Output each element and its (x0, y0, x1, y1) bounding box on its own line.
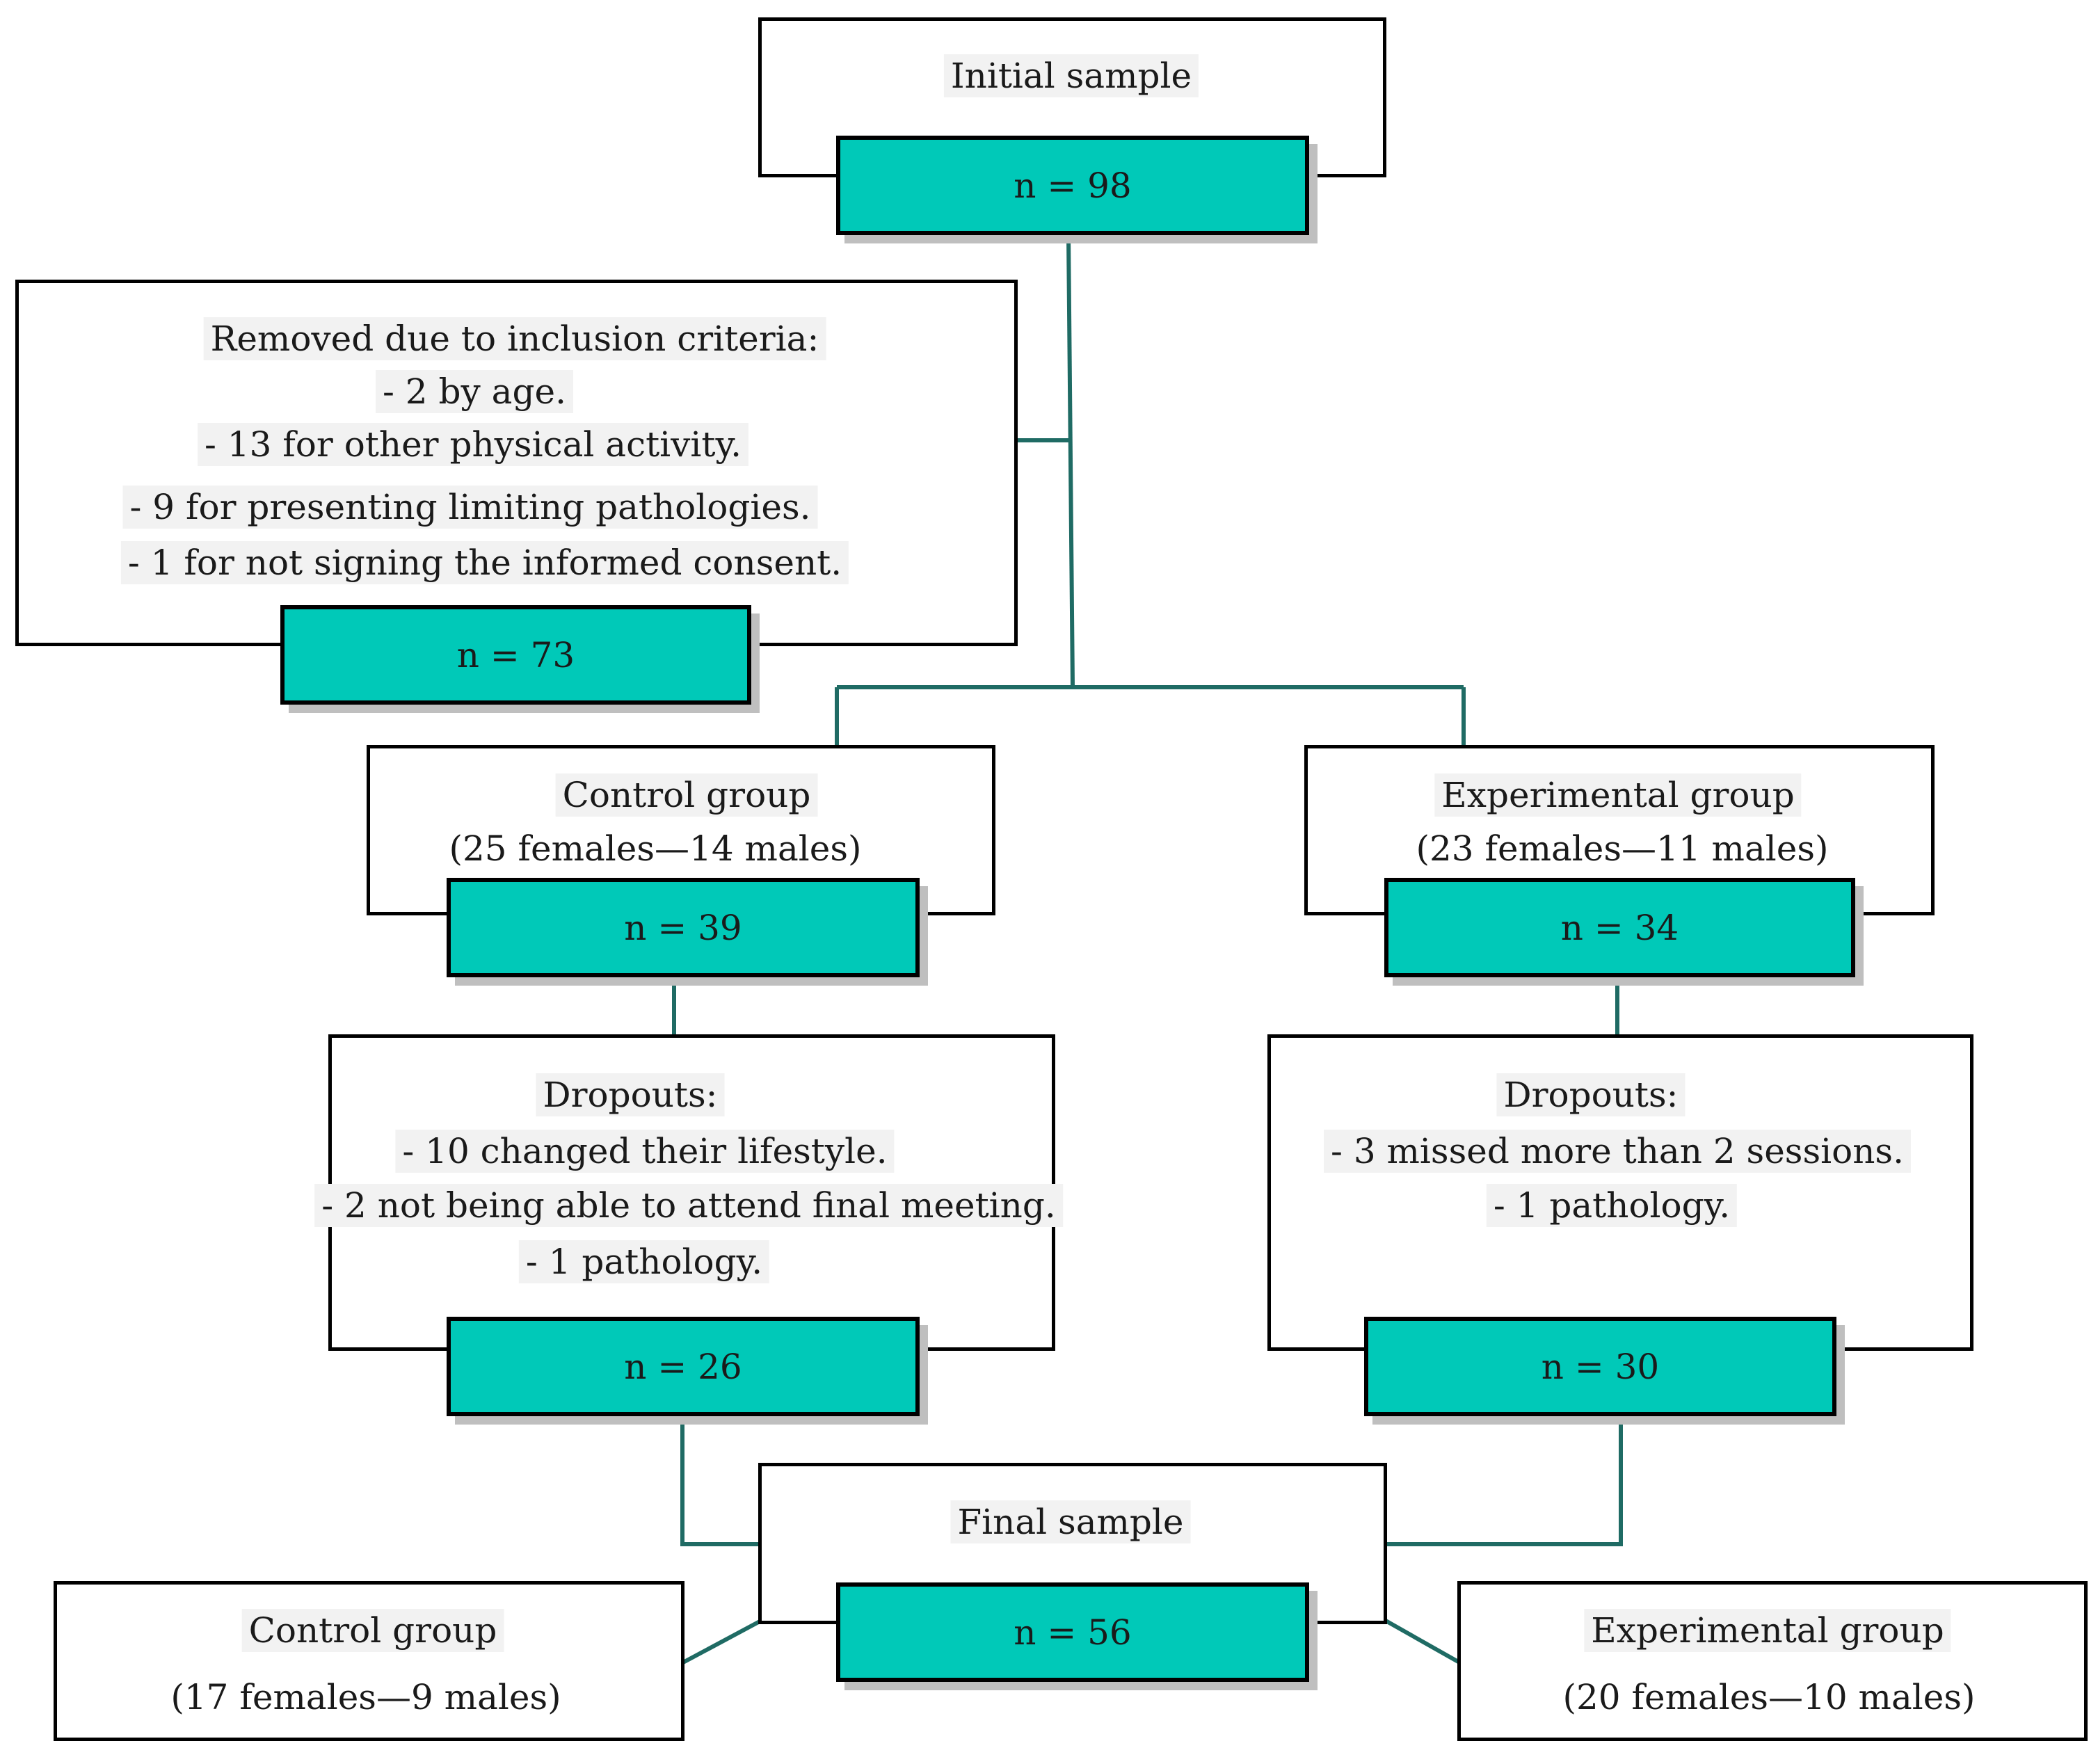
final-experimental-group-title: Experimental group (1584, 1609, 1951, 1652)
connector-initial-to-split (1066, 234, 1075, 688)
experimental-group-sub: (23 females—11 males) (1416, 828, 1829, 869)
final-sample-title: Final sample (950, 1500, 1191, 1544)
control-group-n: n = 39 (447, 878, 920, 977)
experimental-dropouts-title: Dropouts: (1496, 1073, 1685, 1116)
initial-sample-title: Initial sample (943, 54, 1199, 97)
experimental-dropouts-n: n = 30 (1364, 1317, 1836, 1416)
removed-item: - 2 by age. (376, 370, 573, 413)
final-experimental-group-sub: (20 females—10 males) (1562, 1677, 1976, 1717)
final-experimental-group-box (1457, 1581, 2088, 1741)
control-group-title: Control group (555, 773, 818, 817)
control-dropouts-n: n = 26 (447, 1317, 920, 1416)
final-sample-n: n = 56 (836, 1582, 1309, 1682)
removed-n: n = 73 (280, 605, 751, 705)
initial-sample-n: n = 98 (836, 136, 1309, 235)
connector-final-experimental-group (1384, 1619, 1461, 1665)
control-group-sub: (25 females—14 males) (449, 828, 862, 869)
final-control-group-title: Control group (241, 1609, 504, 1652)
removed-item: - 13 for other physical activity. (197, 423, 749, 466)
control-dropouts-item: - 10 changed their lifestyle. (395, 1130, 895, 1173)
experimental-group-n: n = 34 (1384, 878, 1855, 977)
removed-item: - 9 for presenting limiting pathologies. (122, 486, 818, 529)
control-dropouts-item: - 2 not being able to attend final meeti… (314, 1184, 1063, 1227)
control-dropouts-title: Dropouts: (536, 1073, 725, 1116)
connector-experimental-final (1386, 1416, 1623, 1546)
removed-item: - 1 for not signing the informed consent… (120, 541, 849, 584)
control-dropouts-item: - 1 pathology. (518, 1240, 770, 1283)
final-control-group-sub: (17 females—9 males) (170, 1677, 561, 1717)
experimental-dropouts-item: - 3 missed more than 2 sessions. (1324, 1130, 1911, 1173)
connector-final-control-group (682, 1619, 762, 1665)
removed-title: Removed due to inclusion criteria: (203, 317, 826, 360)
final-control-group-box (54, 1581, 684, 1741)
experimental-dropouts-item: - 1 pathology. (1486, 1184, 1738, 1227)
connector-control-final (680, 1416, 761, 1546)
experimental-group-title: Experimental group (1434, 773, 1802, 817)
